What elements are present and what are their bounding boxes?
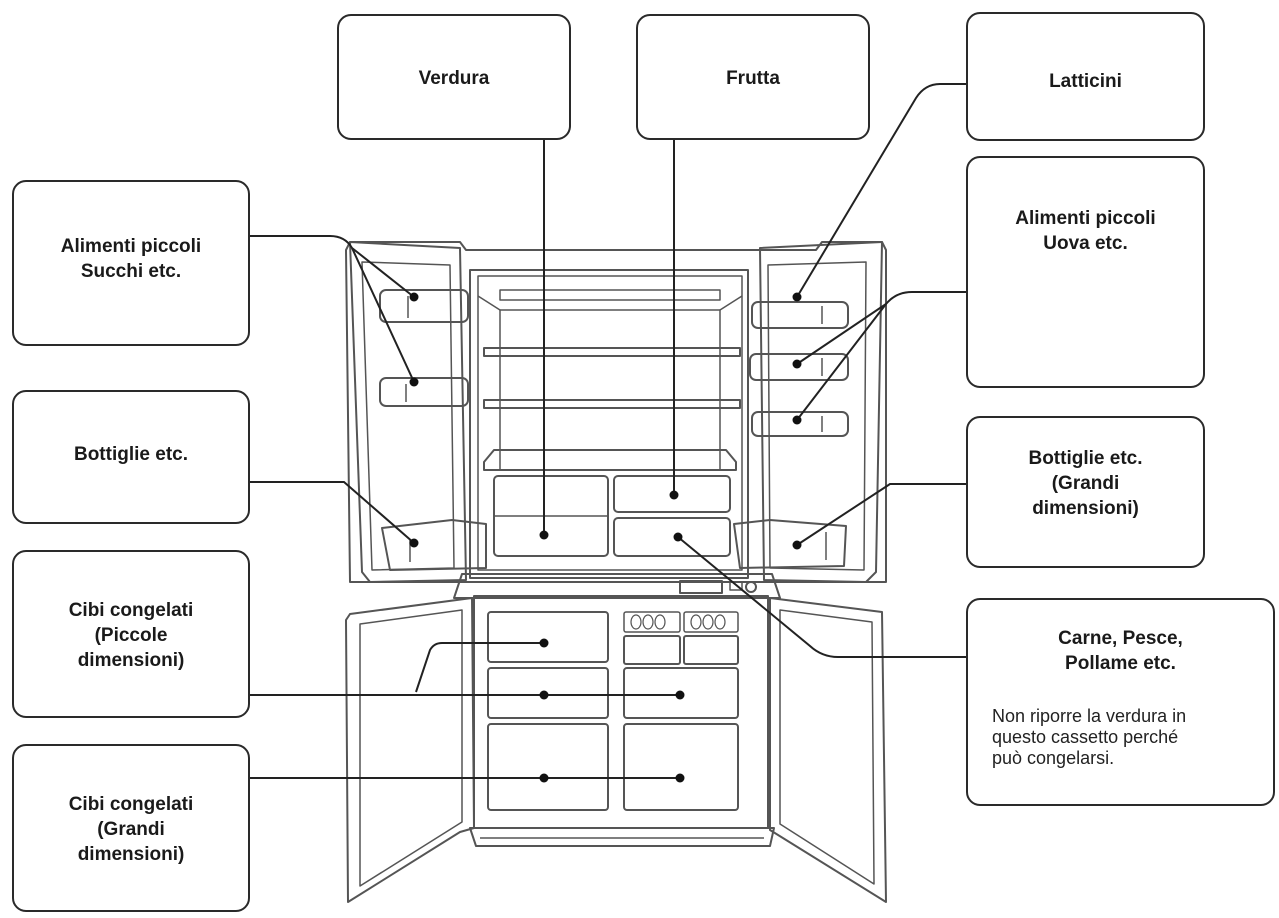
label-succhi: Alimenti piccoli Succhi etc.	[12, 180, 250, 346]
fridge-shelf	[483, 347, 741, 357]
leader-dot	[792, 540, 802, 550]
label-carne: Carne, Pesce, Pollame etc. Non riporre l…	[966, 598, 1275, 806]
right-fridge-door	[759, 241, 883, 583]
control-knob	[745, 581, 757, 593]
door-bin	[733, 519, 847, 569]
leader-line-bottiglie	[250, 481, 415, 544]
leader-line-congelati-piccoli	[250, 642, 680, 696]
ice-bin	[683, 635, 739, 665]
leader-dot	[675, 690, 685, 700]
ice-tray	[683, 611, 739, 633]
leader-line-latticini	[796, 83, 966, 298]
left-freezer-door	[345, 597, 475, 903]
freezer-drawer	[623, 723, 739, 811]
door-bin	[751, 411, 849, 437]
leader-dot	[409, 292, 419, 302]
label-line: Verdura	[418, 68, 490, 89]
label-line: (Grandi	[1051, 473, 1120, 494]
door-bin	[379, 377, 469, 407]
label-bottiglie-grandi: Bottiglie etc. (Grandi dimensioni)	[966, 416, 1205, 568]
left-fridge-door	[349, 241, 467, 583]
label-uova: Alimenti piccoli Uova etc.	[966, 156, 1205, 388]
leader-dot	[539, 690, 549, 700]
fridge-shelf	[483, 399, 741, 409]
leader-dot	[792, 415, 802, 425]
label-line: Cibi congelati	[68, 794, 194, 815]
freezer-base	[469, 827, 775, 847]
note-line: questo cassetto perché	[992, 727, 1179, 747]
label-line: dimensioni)	[77, 650, 185, 671]
label-verdura: Verdura	[337, 14, 571, 140]
freezer-drawer	[623, 667, 739, 719]
leader-dot	[792, 292, 802, 302]
label-line: Succhi etc.	[80, 261, 182, 282]
freezer-drawer	[487, 723, 609, 811]
label-line: Bottiglie etc.	[1028, 448, 1143, 469]
fridge-compartment	[469, 269, 749, 579]
leader-dot	[792, 359, 802, 369]
note-line: Non riporre la verdura in	[992, 706, 1187, 726]
leader-dot	[539, 638, 549, 648]
door-bin	[751, 301, 849, 329]
label-line: Bottiglie etc.	[73, 444, 188, 465]
fruit-drawer	[613, 475, 731, 513]
leader-dot	[539, 773, 549, 783]
leader-line-bottiglie-grandi	[796, 483, 966, 546]
label-line: Pollame etc.	[1065, 653, 1176, 674]
leader-dot	[673, 532, 683, 542]
label-congelati-piccoli: Cibi congelati (Piccole dimensioni)	[12, 550, 250, 718]
carne-warning-note: Non riporre la verdura in questo cassett…	[992, 706, 1259, 769]
freezer-drawer	[487, 667, 609, 719]
label-line: Cibi congelati	[68, 600, 194, 621]
leader-line-carne	[677, 536, 966, 658]
leader-line-uova	[796, 291, 966, 421]
label-line: Latticini	[1049, 71, 1122, 92]
label-line: Alimenti piccoli	[60, 236, 202, 257]
label-line: Alimenti piccoli	[1015, 208, 1156, 229]
label-congelati-grandi: Cibi congelati (Grandi dimensioni)	[12, 744, 250, 912]
label-line: (Grandi	[97, 819, 165, 840]
leader-dot	[675, 773, 685, 783]
door-bin	[379, 289, 469, 323]
label-line: (Piccole	[94, 625, 168, 646]
meat-drawer	[613, 517, 731, 557]
leader-dot	[669, 490, 679, 500]
door-bin	[381, 519, 487, 571]
label-latticini: Latticini	[966, 12, 1205, 141]
label-line: Carne, Pesce,	[1058, 628, 1183, 649]
right-freezer-door	[769, 597, 887, 903]
leader-line-succhi	[250, 235, 415, 383]
freezer-body	[473, 595, 769, 829]
glass-shelf	[483, 449, 737, 471]
label-bottiglie: Bottiglie etc.	[12, 390, 250, 524]
label-frutta: Frutta	[636, 14, 870, 140]
note-line: può congelarsi.	[992, 748, 1115, 768]
ice-tray	[623, 611, 681, 633]
label-line: dimensioni)	[77, 844, 185, 865]
label-line: Uova etc.	[1043, 233, 1128, 254]
freezer-drawer	[487, 611, 609, 663]
label-line: Frutta	[726, 68, 780, 89]
label-line: dimensioni)	[1032, 498, 1139, 519]
leader-dot	[539, 530, 549, 540]
ice-bin	[623, 635, 681, 665]
leader-dot	[409, 538, 419, 548]
control-display	[679, 580, 723, 594]
leader-dot	[409, 377, 419, 387]
door-bin	[749, 353, 849, 381]
